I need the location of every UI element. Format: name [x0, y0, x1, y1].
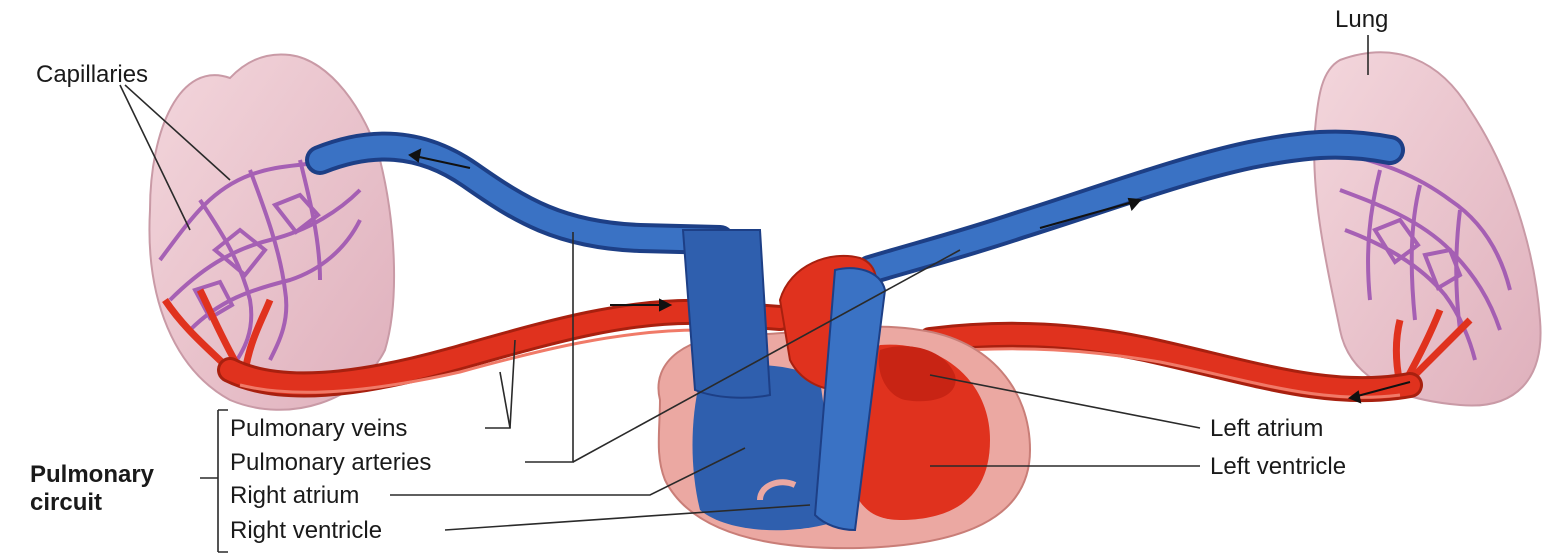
label-pulmonary-arteries: Pulmonary arteries: [230, 449, 431, 476]
label-pulmonary-veins: Pulmonary veins: [230, 415, 407, 442]
label-left-ventricle: Left ventricle: [1210, 453, 1346, 480]
label-left-atrium: Left atrium: [1210, 415, 1323, 442]
label-right-atrium: Right atrium: [230, 482, 359, 509]
label-circuit-line2: circuit: [30, 489, 102, 516]
left-lung: [149, 54, 394, 409]
right-pulmonary-vein: [870, 145, 1390, 270]
pulmonary-circuit-bracket: [218, 410, 228, 552]
label-capillaries: Capillaries: [36, 61, 148, 88]
right-lung: [1314, 52, 1540, 405]
label-right-ventricle: Right ventricle: [230, 517, 382, 544]
leader-pulmonary-veins-2: [500, 372, 510, 428]
label-circuit-line1: Pulmonary: [30, 461, 155, 488]
label-lung: Lung: [1335, 6, 1388, 33]
